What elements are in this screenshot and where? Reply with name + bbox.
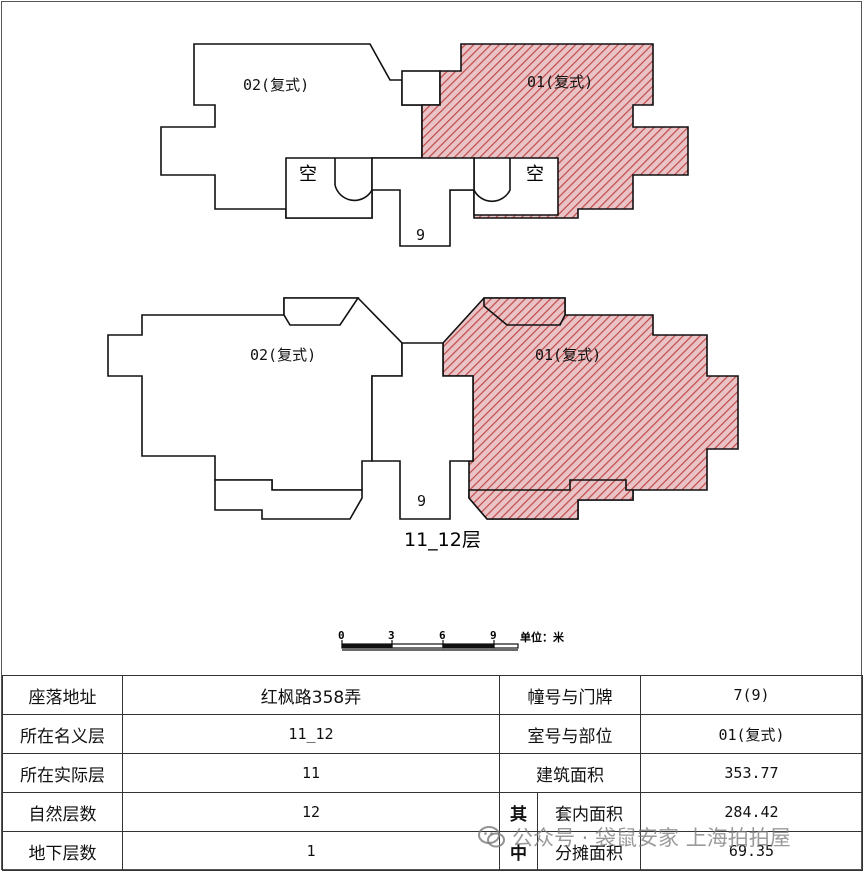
lower-unit-02-bottom-bay xyxy=(214,479,363,520)
upper-unit-01-label: 01(复式) xyxy=(527,73,593,91)
shared-area-label: 分摊面积 xyxy=(537,831,641,871)
table-row: 所在名义层 11_12 室号与部位 01(复式) xyxy=(2,714,863,754)
address-label: 座落地址 xyxy=(2,675,123,715)
room-value: 01(复式) xyxy=(640,714,863,754)
upper-void-right-label: 空 xyxy=(526,164,544,185)
table-row: 自然层数 12 其 套内面积 284.42 xyxy=(2,792,863,832)
qi-label: 其 xyxy=(499,792,538,832)
room-label: 室号与部位 xyxy=(499,714,641,754)
upper-void-right-arc xyxy=(473,158,511,203)
actual-floor-value: 11 xyxy=(122,753,500,793)
floor-plan: 02(复式) 01(复式) 空 空 9 02(复式) 01(复式) 9 11_1… xyxy=(107,43,739,651)
lower-unit-02-top-bay xyxy=(283,297,360,326)
lower-unit-01-bottom-bay xyxy=(468,479,634,520)
scale-seg-3 xyxy=(442,643,495,649)
lower-stair xyxy=(371,342,474,520)
underground-label: 地下层数 xyxy=(2,831,123,871)
upper-void-right xyxy=(473,157,559,216)
scale-label-0: 0 xyxy=(338,629,345,642)
area-label: 建筑面积 xyxy=(499,753,641,793)
natural-floors-label: 自然层数 xyxy=(2,792,123,832)
upper-stair-box xyxy=(401,70,441,106)
scale-bar xyxy=(341,640,519,651)
natural-floors-value: 12 xyxy=(122,792,500,832)
underground-value: 1 xyxy=(122,831,500,871)
lower-stair-label: 9 xyxy=(417,492,426,510)
building-value: 7(9) xyxy=(640,675,863,715)
floor-caption: 11_12层 xyxy=(404,529,481,551)
scale-label-3: 3 xyxy=(388,629,395,642)
upper-void-left xyxy=(285,157,373,219)
area-value: 353.77 xyxy=(640,753,863,793)
lower-unit-02-outline xyxy=(107,297,403,491)
table-row: 座落地址 红枫路358弄 幢号与门牌 7(9) xyxy=(2,675,863,715)
upper-stair-label: 9 xyxy=(416,226,425,244)
inner-area-value: 284.42 xyxy=(640,792,863,832)
upper-stair xyxy=(371,157,475,247)
nominal-floor-value: 11_12 xyxy=(122,714,500,754)
table-row: 地下层数 1 中 分摊面积 69.35 xyxy=(2,831,863,871)
zhong-label: 中 xyxy=(499,831,538,871)
address-value: 红枫路358弄 xyxy=(122,675,500,715)
nominal-floor-label: 所在名义层 xyxy=(2,714,123,754)
scale-label-6: 6 xyxy=(439,629,446,642)
upper-void-left-label: 空 xyxy=(299,164,317,185)
scale-label-9: 9 xyxy=(490,629,497,642)
lower-unit-01-top-bay xyxy=(483,297,566,326)
scale-seg-2 xyxy=(391,643,444,649)
upper-void-left-arc xyxy=(334,158,373,202)
lower-unit-02-label: 02(复式) xyxy=(250,346,316,364)
scale-unit-label: 单位：米 xyxy=(520,630,565,644)
table-row: 所在实际层 11 建筑面积 353.77 xyxy=(2,753,863,793)
inner-area-label: 套内面积 xyxy=(537,792,641,832)
lower-unit-01-label: 01(复式) xyxy=(535,346,601,364)
scale-seg-1 xyxy=(341,643,393,649)
scale-seg-4 xyxy=(493,643,519,649)
building-label: 幢号与门牌 xyxy=(499,675,641,715)
shared-area-value: 69.35 xyxy=(640,831,863,871)
upper-unit-02-label: 02(复式) xyxy=(243,76,309,94)
actual-floor-label: 所在实际层 xyxy=(2,753,123,793)
lower-plan xyxy=(107,297,739,520)
upper-plan xyxy=(160,43,689,247)
property-info-table: 座落地址 红枫路358弄 幢号与门牌 7(9) 所在名义层 11_12 室号与部… xyxy=(2,675,863,871)
